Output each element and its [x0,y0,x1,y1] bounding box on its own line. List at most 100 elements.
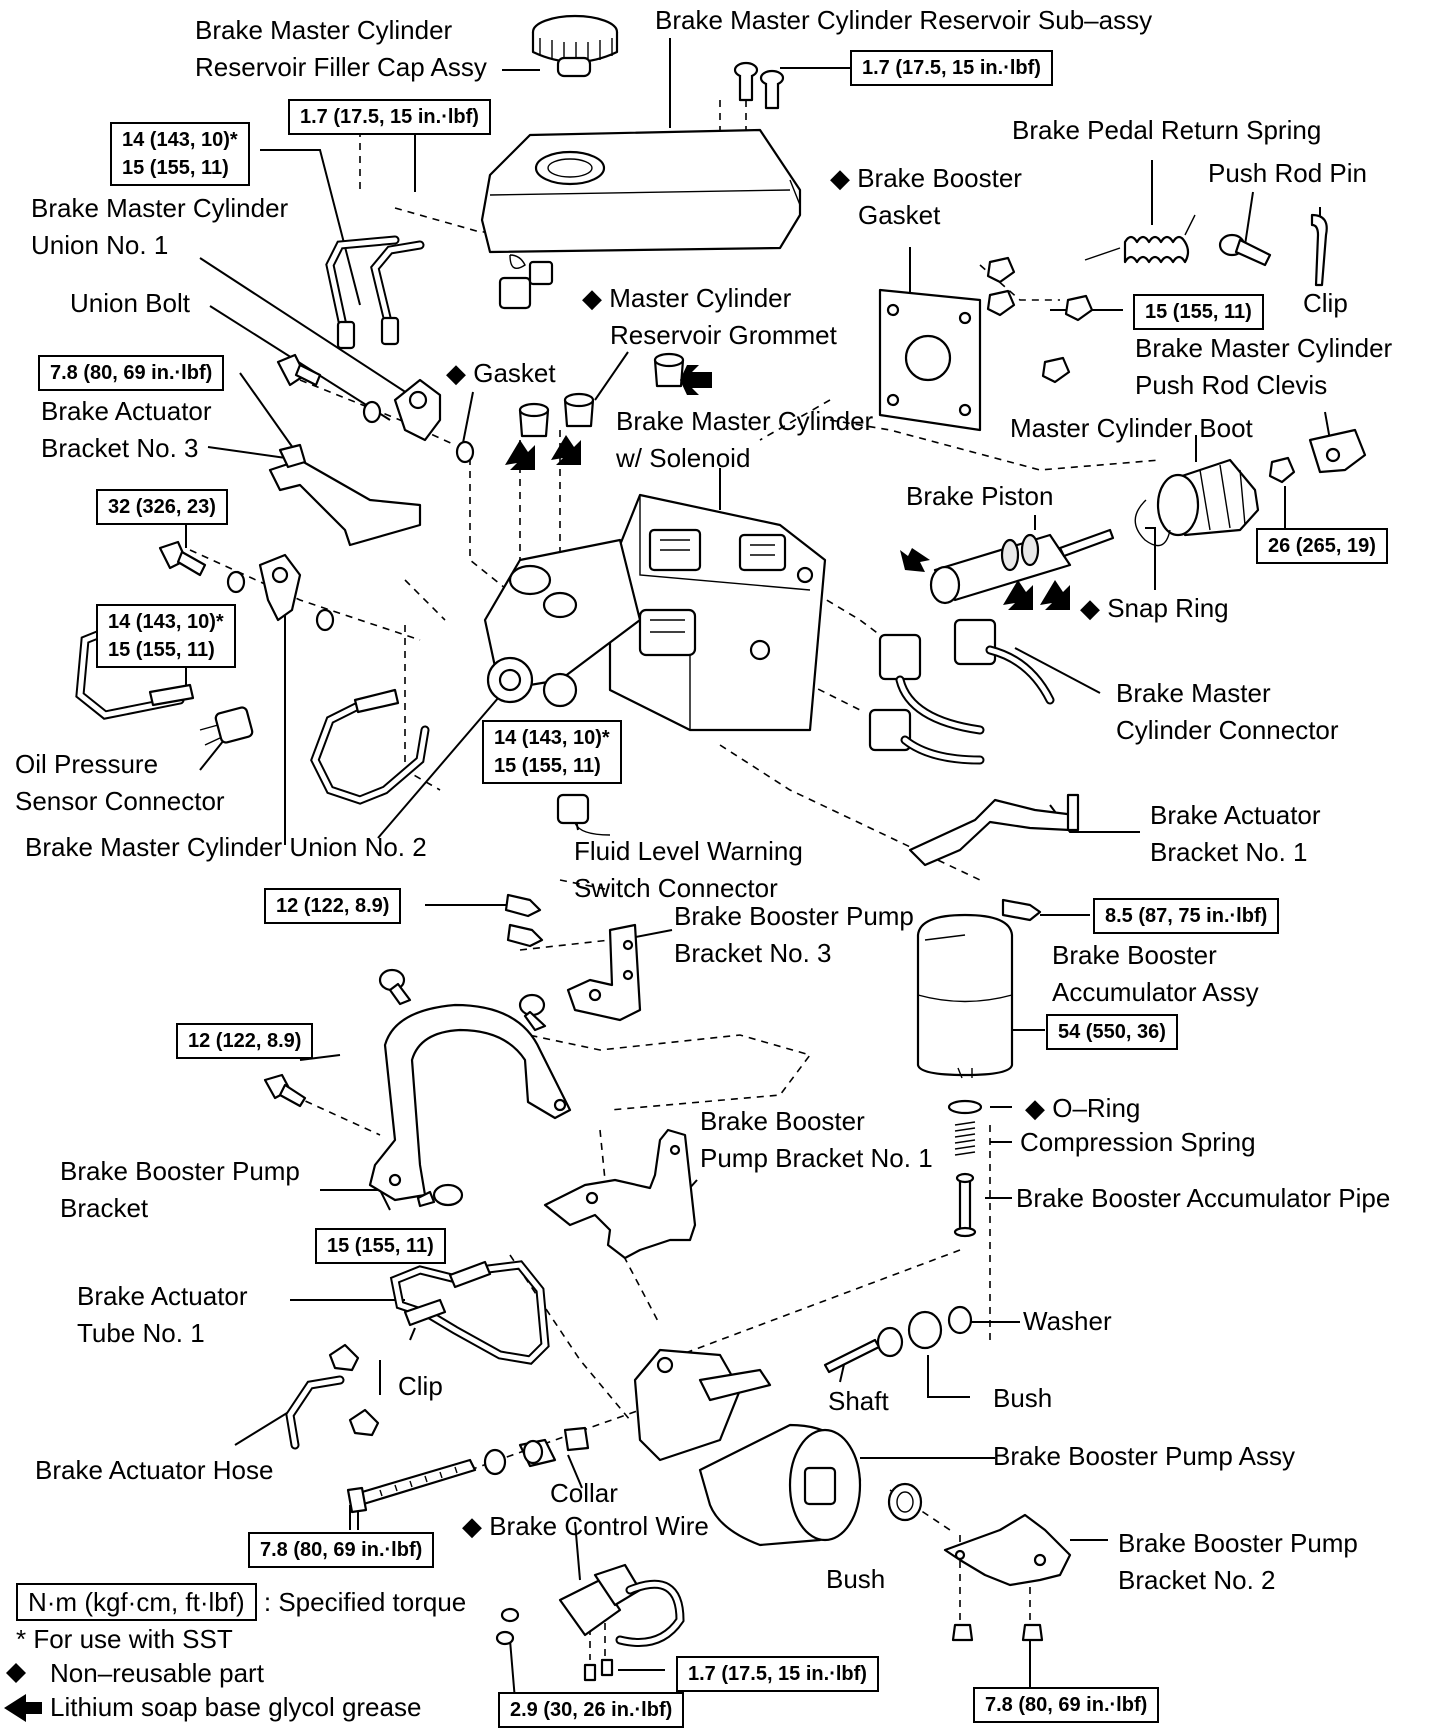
legend-grease: Lithium soap base glycol grease [50,1692,422,1722]
brake-piston-part [929,528,1115,605]
label-brake-piston: Brake Piston [906,481,1054,511]
actuator-bracket3-part [268,443,422,547]
master-cylinder-boot-part [1156,456,1296,537]
label-return-spring: Brake Pedal Return Spring [1012,115,1322,145]
label-clip-top: Clip [1303,288,1348,318]
torque-long-bolt: 7.8 (80, 69 in.·lbf) [248,1532,435,1568]
master-cylinder-body [483,493,827,732]
label-reservoir: Brake Master Cylinder Reservoir Sub–assy [655,5,1153,35]
bracket1-bolt [1001,898,1042,922]
legend-diamond [6,1663,26,1683]
pump-bracket2-part [943,1513,1072,1587]
union1-pipes [325,235,425,350]
union-bolt-part [276,353,475,464]
actuator-tube1-part [389,1260,550,1365]
label-booster-gasket: ◆ Brake Booster Gasket [830,163,1022,230]
fluid-level-connector-part [556,793,611,836]
label-snap-ring: ◆ Snap Ring [1080,593,1229,623]
reservoir-hose [498,254,554,310]
clip-top-part [1310,213,1328,287]
snap-ring-part [1134,499,1171,547]
torque-accumulator: 54 (550, 36) [1046,1014,1178,1050]
torque-pump-b: 12 (122, 8.9) [176,1023,314,1059]
legend-sst: * For use with SST [16,1624,233,1654]
shaft-bush-washer [823,1305,973,1522]
label-collar: Collar [550,1478,618,1508]
pump-bracket1-part [543,1128,697,1260]
legend-torque-unit: N·m (kgf·cm, ft·lbf) : Specified torque [16,1583,466,1621]
grommets [518,352,685,438]
reservoir-screws [733,61,785,110]
pump-bracket-bolt [263,1073,307,1108]
gasket-nuts [986,256,1094,384]
torque-bracket1: 8.5 (87, 75 in.·lbf) [1093,898,1280,934]
legend-arrow [4,1694,42,1722]
control-wire-part [558,1563,685,1647]
torque-pump-b2: 7.8 (80, 69 in.·lbf) [973,1687,1160,1723]
label-bush-bottom: Bush [826,1564,886,1594]
oil-pressure-connector-part [199,706,254,746]
union1-part [393,378,442,442]
union2-pipe [75,625,195,720]
accumulator-part [916,913,1014,1079]
pump-bracket2-bolts [951,1623,1044,1642]
label-res-grommet: ◆ Master Cylinder Reservoir Grommet [582,283,837,350]
label-union-bolt: Union Bolt [70,288,190,318]
grease-arrows [505,365,1070,610]
label-control-wire: ◆ Brake Control Wire [462,1511,709,1541]
label-act-hose: Brake Actuator Hose [35,1455,274,1485]
label-acc-pipe: Brake Booster Accumulator Pipe [1016,1183,1391,1213]
legend-non-reusable: Non–reusable part [50,1658,264,1688]
label-o-ring: ◆ O–Ring [1025,1093,1141,1123]
pump-bracket3-part [566,923,642,1022]
label-mc-union2: Brake Master Cylinder Union No. 2 [25,832,427,862]
torque-union2-bolt: 32 (326, 23) [96,489,228,525]
push-rod-pin-part [1218,233,1272,267]
actuator-bracket1-part [908,793,1080,867]
o-ring-spring-pipe [947,1099,983,1238]
return-spring-part [1084,214,1196,264]
torque-union1-screw: 1.7 (17.5, 15 in.·lbf) [288,99,491,135]
torque-pump-b3: 12 (122, 8.9) [264,888,402,924]
push-rod-clevis-part [1308,428,1367,474]
pump-bracket3-bolts [378,893,547,1032]
torque-union1: 14 (143, 10)*15 (155, 11) [110,122,250,186]
torque-wire-screw: 2.9 (30, 26 in.·lbf) [498,1692,685,1728]
torque-wire-bolt: 1.7 (17.5, 15 in.·lbf) [676,1656,879,1692]
torque-clevis-nut: 15 (155, 11) [1133,294,1264,330]
label-comp-spring: Compression Spring [1020,1127,1256,1157]
torque-boot-nut: 26 (265, 19) [1256,528,1388,564]
actuator-hose-part [285,1343,380,1450]
torque-reservoir-screw: 1.7 (17.5, 15 in.·lbf) [850,50,1053,86]
filler-cap-part [531,14,619,78]
torque-center: 14 (143, 10)*15 (155, 11) [482,720,622,784]
control-wire-screws [495,1607,614,1682]
long-bolt-part [346,1426,590,1514]
label-washer: Washer [1023,1306,1112,1336]
label-bush-right: Bush [993,1383,1053,1413]
mc-connectors-part [868,618,1055,765]
torque-union-bolt: 7.8 (80, 69 in.·lbf) [38,355,225,391]
booster-gasket-part [878,288,982,432]
torque-tube1: 15 (155, 11) [315,1228,446,1264]
pump-bracket-part [368,1003,572,1208]
label-gasket: ◆ Gasket [446,358,556,388]
label-shaft: Shaft [828,1386,889,1416]
reservoir-part [480,128,802,254]
